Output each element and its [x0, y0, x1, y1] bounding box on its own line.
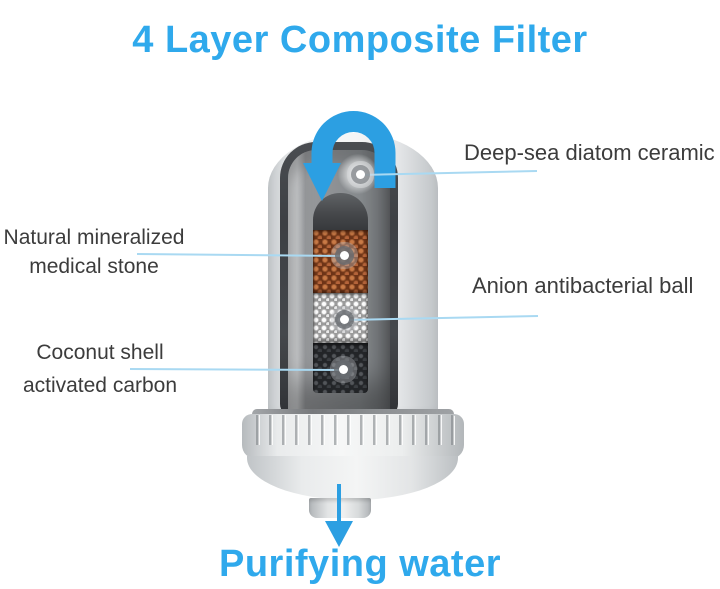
label-line: medical stone — [29, 255, 159, 278]
layer-activated-carbon — [313, 343, 368, 393]
label-coconut-shell-activated-carbon: Coconut shell activated carbon — [0, 336, 200, 402]
label-deep-sea-diatom-ceramic: Deep-sea diatom ceramic — [464, 140, 715, 165]
marker-stone-dot — [340, 251, 349, 260]
collar-ribs — [247, 415, 459, 445]
caption-purifying-water: Purifying water — [219, 543, 501, 585]
marker-anion-dot — [340, 315, 349, 324]
label-natural-mineralized-medical-stone: Natural mineralized medical stone — [2, 223, 186, 281]
cartridge-cap — [313, 193, 368, 230]
ribbed-collar — [242, 414, 464, 459]
label-anion-antibacterial-ball: Anion antibacterial ball — [472, 273, 694, 298]
label-line: Coconut shell — [36, 341, 164, 364]
layer-medical-stone — [313, 230, 368, 293]
outlet-nozzle — [309, 498, 371, 518]
page-title: 4 Layer Composite Filter — [132, 19, 588, 61]
bottom-bowl — [247, 456, 458, 500]
marker-ceramic-dot — [356, 170, 365, 179]
filter-cartridge — [313, 193, 368, 393]
label-line: activated carbon — [22, 374, 178, 397]
marker-carbon-dot — [339, 365, 348, 374]
label-line: Natural mineralized — [3, 226, 185, 249]
